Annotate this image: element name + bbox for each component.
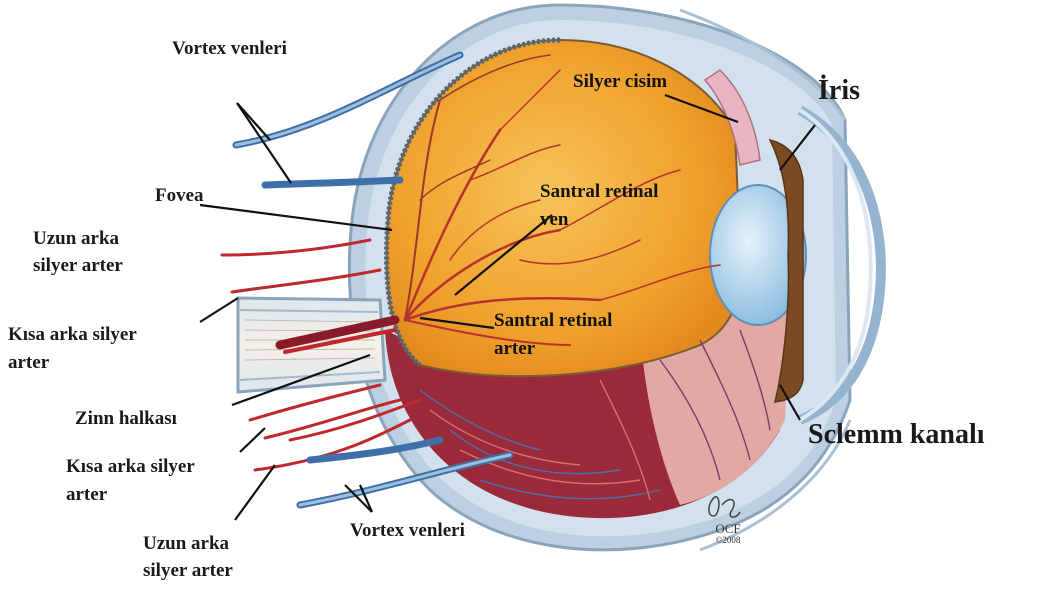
label-zinn-halkasi: Zinn halkası xyxy=(75,408,177,431)
label-kisa-arka-bottom-line2: arter xyxy=(66,484,107,507)
label-fovea: Fovea xyxy=(155,185,204,208)
label-iris: İris xyxy=(818,74,860,108)
label-uzun-arka-top-line2: silyer arter xyxy=(33,255,123,278)
leader-kisa-bottom xyxy=(240,428,265,452)
credit-org: OCF xyxy=(706,522,750,536)
credit-block: OCF ©2008 xyxy=(706,522,750,545)
label-santral-retinal-arter-line2: arter xyxy=(494,338,535,361)
label-silyer-cisim: Silyer cisim xyxy=(573,71,667,94)
label-uzun-arka-bottom-line1: Uzun arka xyxy=(143,533,229,556)
credit-year: ©2008 xyxy=(706,536,750,545)
optic-nerve xyxy=(238,298,395,392)
label-uzun-arka-bottom-line2: silyer arter xyxy=(143,560,233,583)
leader-uzun-bottom xyxy=(235,465,275,520)
label-sclemm-kanali: Sclemm kanalı xyxy=(808,418,985,452)
label-uzun-arka-top-line1: Uzun arka xyxy=(33,228,119,251)
label-kisa-arka-top-line1: Kısa arka silyer xyxy=(8,324,137,347)
label-vortex-veins-bottom: Vortex venleri xyxy=(350,520,465,543)
label-santral-retinal-ven-line2: ven xyxy=(540,209,569,232)
label-vortex-veins-top: Vortex venleri xyxy=(172,38,287,61)
label-kisa-arka-bottom-line1: Kısa arka silyer xyxy=(66,456,195,479)
label-kisa-arka-top-line2: arter xyxy=(8,352,49,375)
label-santral-retinal-ven-line1: Santral retinal xyxy=(540,181,658,204)
leader-kisa-top xyxy=(200,298,238,322)
label-santral-retinal-arter-line1: Santral retinal xyxy=(494,310,612,333)
